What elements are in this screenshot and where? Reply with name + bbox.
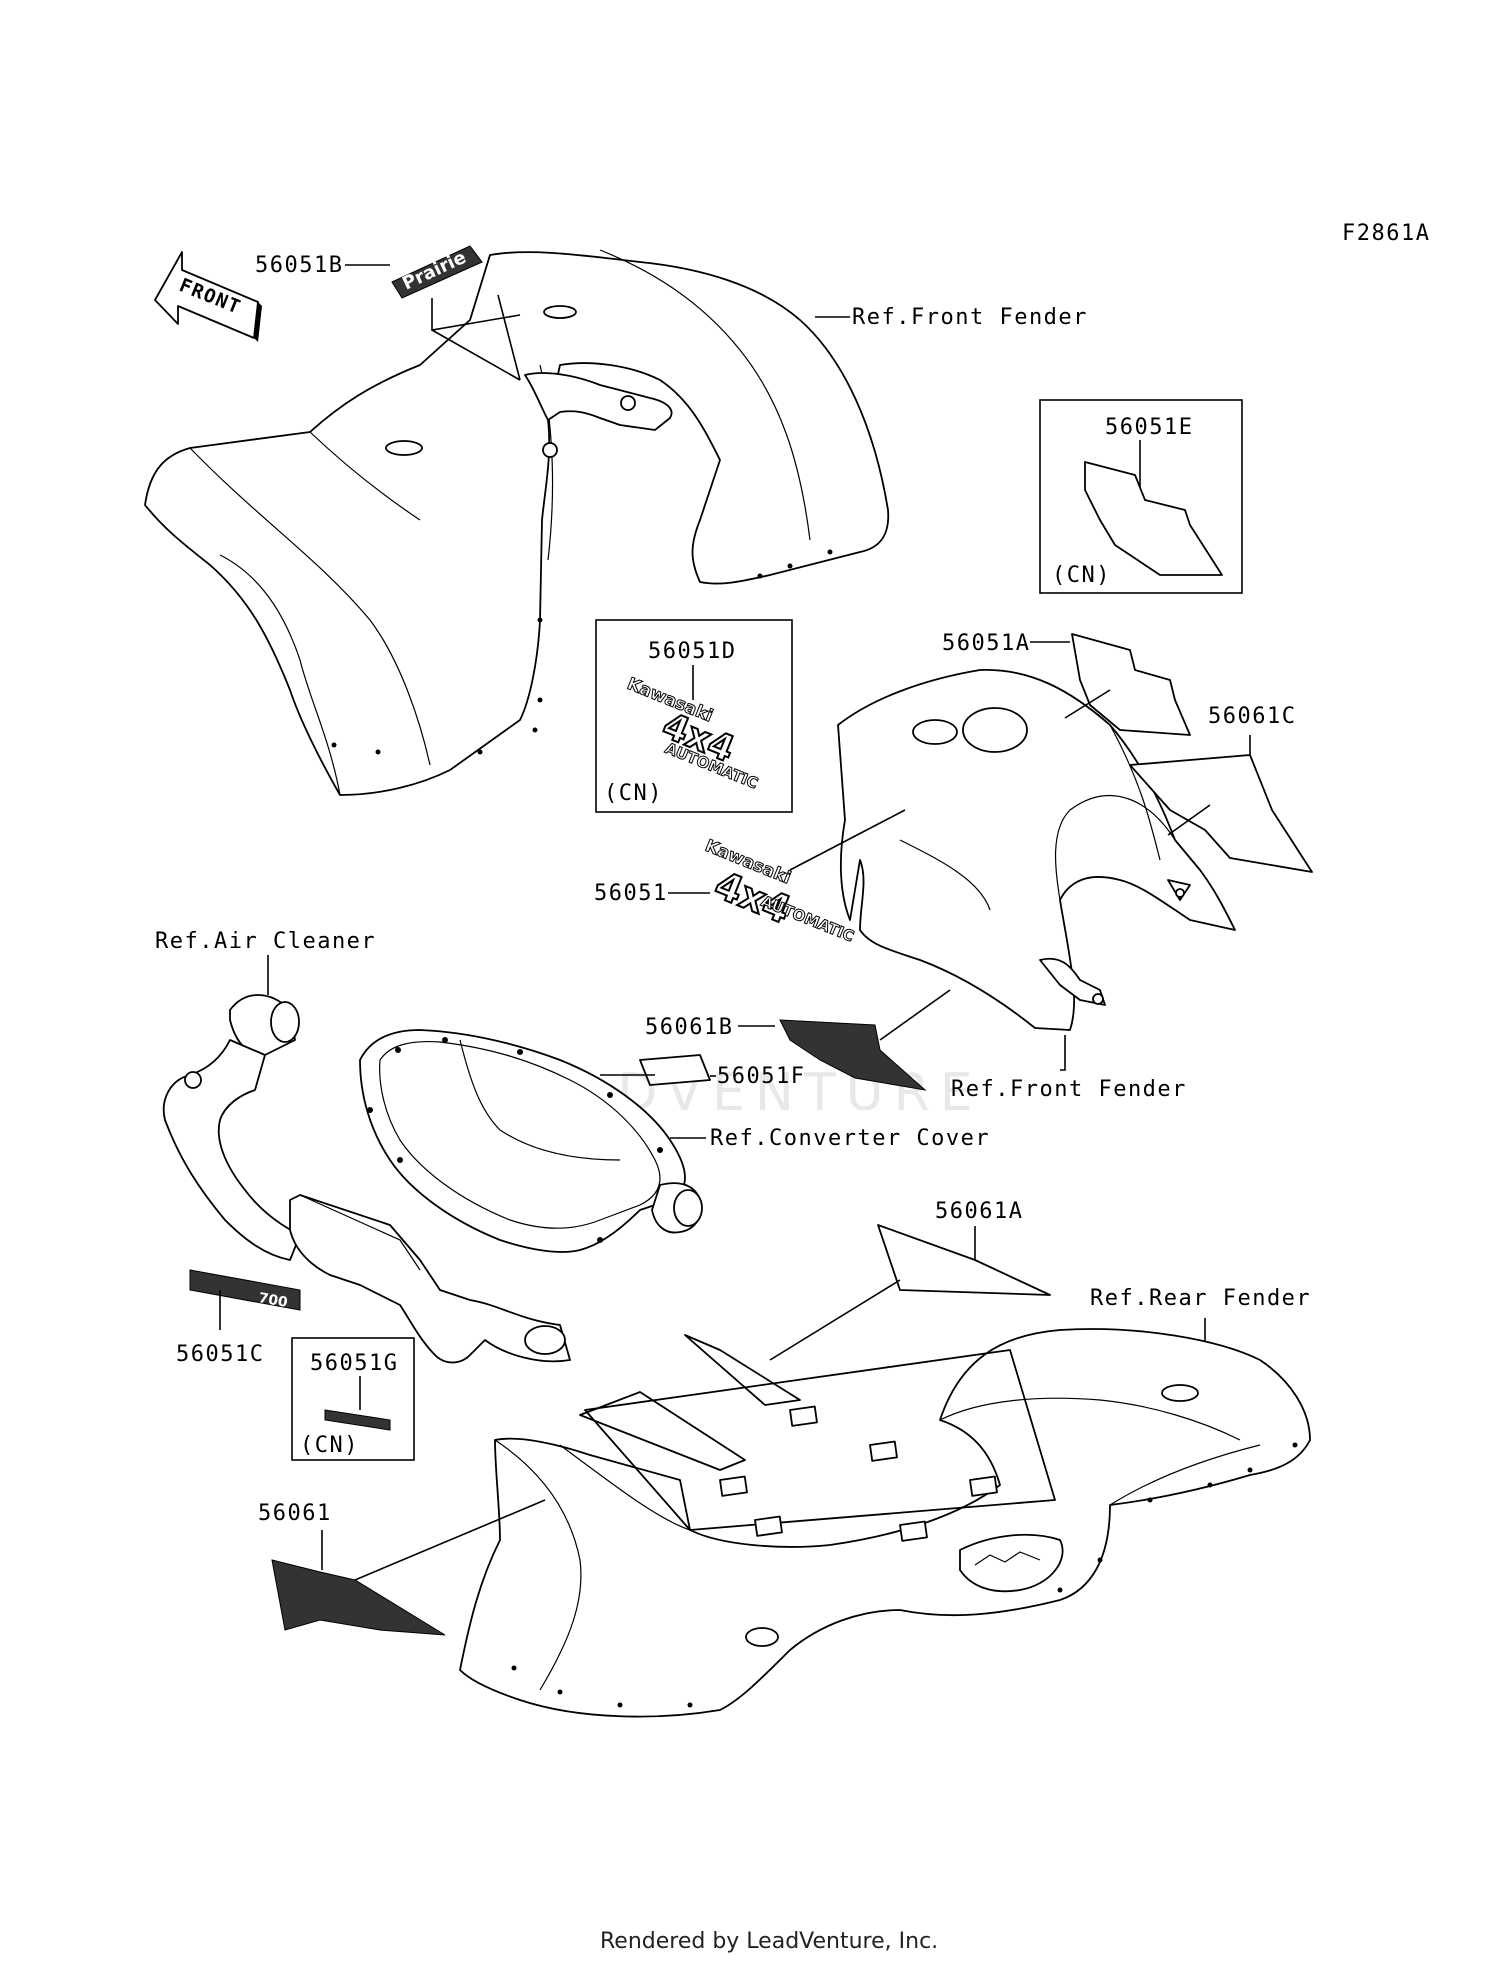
front-arrow-icon: FRONT [154,251,262,342]
label-56051A: 56051A [942,631,1030,656]
box-56051G [291,1337,415,1461]
diagram-code: F2861A [1342,221,1430,246]
label-56051: 56051 [594,881,668,906]
decal-56051B: Prairie [391,245,483,299]
decal-56051A [1071,633,1191,736]
label-ref-front-fender-mid: Ref.Front Fender [951,1077,1187,1102]
label-56061C: 56061C [1208,704,1296,729]
decal-56051F [639,1054,711,1086]
label-ref-rear-fender: Ref.Rear Fender [1090,1286,1311,1311]
cn-56051D: (CN) [604,781,663,806]
label-56051D: 56051D [648,639,736,664]
decal-56051E [1084,461,1223,576]
decal-56051C-text: 700 [257,1290,289,1311]
rear-fender-drawing [459,1328,1311,1718]
decal-56051C: 700 [189,1269,301,1311]
label-56051E: 56051E [1105,415,1193,440]
air-duct-drawing [162,994,571,1364]
label-56061A: 56061A [935,1199,1023,1224]
converter-cover-drawing [359,1029,703,1253]
label-ref-air-cleaner: Ref.Air Cleaner [155,929,376,954]
label-ref-converter-cover: Ref.Converter Cover [710,1126,990,1151]
front-fender-top-drawing [144,249,890,796]
decal-56061 [271,1559,446,1636]
decal-56061A [877,1224,1051,1296]
label-56051B: 56051B [255,253,343,278]
cn-56051G: (CN) [300,1433,359,1458]
front-fender-mid-drawing [837,669,1236,1031]
box-56051D [595,619,793,813]
label-56061: 56061 [258,1501,332,1526]
label-56051C: 56051C [176,1342,264,1367]
cn-56051E: (CN) [1052,563,1111,588]
decal-56061B [779,1019,927,1091]
label-ref-front-fender-top: Ref.Front Fender [852,305,1088,330]
decal-56051: Kawasaki 4x4 AUTOMATIC [702,836,857,947]
label-56061B: 56061B [645,1015,733,1040]
footer-credit: Rendered by LeadVenture, Inc. [600,1929,938,1954]
decal-56051G [324,1409,391,1431]
label-56051G: 56051G [310,1351,398,1376]
label-56051F: 56051F [717,1064,805,1089]
decal-56061C [1129,754,1313,873]
box-56051E [1039,399,1243,594]
decal-56051B-text: Prairie [399,247,469,295]
